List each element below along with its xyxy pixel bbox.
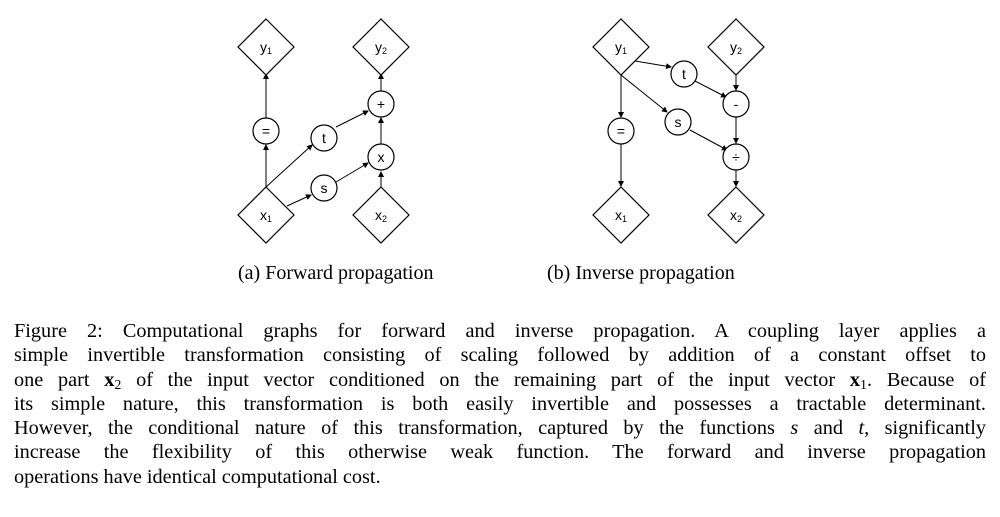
- node-y2: y2: [352, 18, 410, 76]
- svg-text:x: x: [378, 149, 385, 165]
- node-t: t: [670, 60, 698, 88]
- edge-x1-t: [265, 144, 313, 188]
- svg-text:-: -: [734, 96, 739, 112]
- svg-text:s: s: [321, 180, 328, 196]
- svg-text:x2: x2: [375, 207, 387, 224]
- svg-text:=: =: [617, 123, 625, 139]
- node-divide: ÷: [722, 143, 750, 171]
- caption-line: operations have identical computational …: [14, 465, 381, 488]
- node-t: t: [310, 124, 338, 152]
- caption-line: simple invertible transformation consist…: [14, 344, 986, 367]
- svg-text:+: +: [377, 96, 385, 112]
- svg-text:t: t: [682, 66, 686, 82]
- edge-x1-s: [286, 194, 312, 207]
- var-x1: x: [849, 368, 861, 391]
- var-s: s: [790, 417, 799, 440]
- caption-line: one part x2 of the input vector conditio…: [14, 368, 986, 393]
- edge-y1-t: [634, 60, 672, 70]
- svg-text:s: s: [675, 114, 682, 130]
- caption-line: its simple nature, this transformation i…: [14, 392, 986, 415]
- caption-line: increase the flexibility of this otherwi…: [14, 441, 986, 464]
- node-minus: -: [722, 90, 750, 118]
- svg-text:=: =: [262, 123, 270, 139]
- edge-s-times: [335, 162, 369, 183]
- node-x1: x1: [237, 186, 295, 244]
- svg-text:x1: x1: [260, 207, 272, 224]
- node-times: x: [367, 143, 395, 171]
- svg-text:y2: y2: [730, 39, 742, 56]
- caption-line: Figure 2: Computational graphs for forwa…: [14, 320, 986, 342]
- svg-text:x2: x2: [730, 207, 742, 224]
- var-t: t: [858, 417, 865, 440]
- edge-y1-s: [620, 74, 668, 113]
- node-s: s: [310, 174, 338, 202]
- subcaption-inverse: (b) Inverse propagation: [547, 262, 735, 284]
- node-s: s: [664, 108, 692, 136]
- node-y2: y2: [707, 18, 765, 76]
- node-plus: +: [367, 90, 395, 118]
- svg-text:÷: ÷: [732, 149, 740, 165]
- node-x2: x2: [707, 186, 765, 244]
- caption-line: However, the conditional nature of this …: [14, 417, 986, 440]
- edge-t-minus: [694, 80, 727, 98]
- svg-text:t: t: [322, 130, 326, 146]
- computational-graphs: y1 y2 = t + x s x1: [237, 18, 765, 244]
- svg-text:y1: y1: [615, 39, 627, 56]
- node-y1: y1: [237, 18, 295, 76]
- node-y1: y1: [592, 18, 650, 76]
- node-equals: =: [252, 117, 280, 145]
- node-x1: x1: [592, 186, 650, 244]
- forward-graph: y1 y2 = t + x s x1: [237, 18, 410, 244]
- subcaption-forward: (a) Forward propagation: [238, 262, 434, 284]
- var-x2: x: [104, 368, 115, 391]
- node-equals: =: [607, 117, 635, 145]
- svg-text:y2: y2: [375, 39, 387, 56]
- inverse-graph: y1 y2 t - s = ÷ x1: [592, 18, 765, 244]
- node-x2: x2: [352, 186, 410, 244]
- svg-text:x1: x1: [615, 207, 627, 224]
- edge-t-plus: [335, 110, 369, 128]
- figure-caption: Figure 2: Computational graphs for forwa…: [14, 319, 986, 489]
- edge-s-div: [689, 129, 728, 151]
- svg-text:y1: y1: [260, 39, 272, 56]
